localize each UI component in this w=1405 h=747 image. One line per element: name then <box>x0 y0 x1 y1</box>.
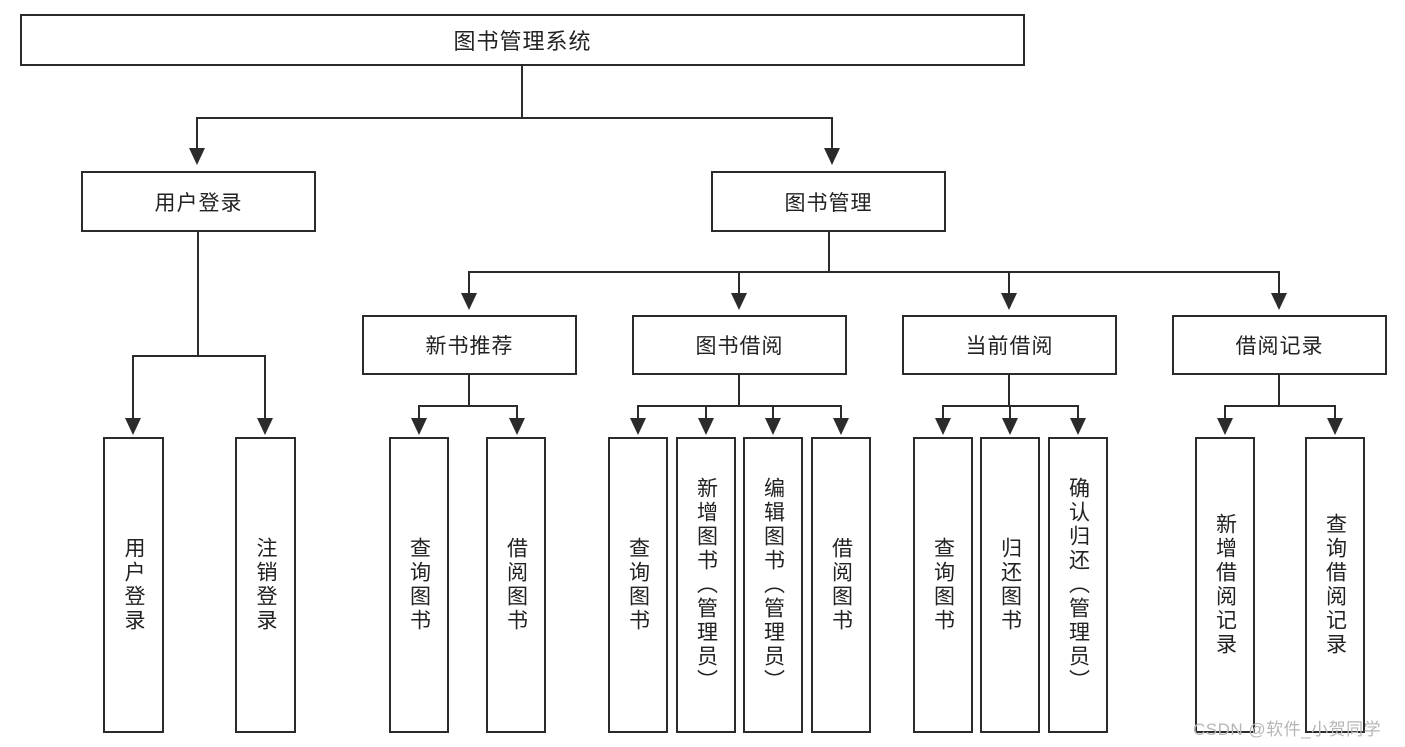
edge-root-bus <box>196 117 833 119</box>
node-label: 借阅图书 <box>829 537 853 633</box>
leaf-current-borrow-0[interactable]: 查询图书 <box>913 437 973 733</box>
edge-new-book-to-leaf-0 <box>418 405 420 421</box>
edge-current-borrow-to-leaf-1 <box>1009 405 1011 421</box>
arrowhead-new-book-leaf-0 <box>411 418 427 435</box>
arrowhead-book-borrow-leaf-2 <box>765 418 781 435</box>
edge-current-borrow-to-leaf-2 <box>1077 405 1079 421</box>
edge-borrow-record-to-leaf-0 <box>1224 405 1226 421</box>
node-label: 用户登录 <box>122 537 145 633</box>
leaf-current-borrow-1[interactable]: 归还图书 <box>980 437 1040 733</box>
edge-user-login-to-leaf-1 <box>264 355 266 421</box>
node-label: 新书推荐 <box>425 335 514 358</box>
node-label: 归还图书 <box>998 537 1022 633</box>
arrowhead-new-book-leaf-1 <box>509 418 525 435</box>
edge-bm-to-borrow-record <box>1278 271 1280 295</box>
node-label: 图书管理 <box>784 191 873 215</box>
node-label: 查询图书 <box>931 537 955 633</box>
edge-book-borrow-to-leaf-2 <box>772 405 774 421</box>
node-label: 查询借阅记录 <box>1323 513 1347 657</box>
arrowhead-current-borrow <box>1001 293 1017 310</box>
node-label: 图书借阅 <box>695 335 784 358</box>
edge-book-borrow-stem <box>738 375 740 406</box>
edge-borrow-record-stem <box>1278 375 1280 406</box>
node-book-borrow[interactable]: 图书借阅 <box>632 315 847 375</box>
node-label: 图书管理系统 <box>453 29 592 54</box>
leaf-new-book-1[interactable]: 借阅图书 <box>486 437 546 733</box>
edge-root-to-book-management <box>831 117 833 151</box>
edge-bm-to-current-borrow <box>1008 271 1010 295</box>
leaf-current-borrow-2[interactable]: 确认归还（管理员） <box>1048 437 1108 733</box>
arrowhead-current-borrow-leaf-1 <box>1002 418 1018 435</box>
arrowhead-user-login <box>189 148 205 165</box>
arrowhead-book-management <box>824 148 840 165</box>
node-current-borrow[interactable]: 当前借阅 <box>902 315 1117 375</box>
node-label: 新增借阅记录 <box>1213 513 1237 657</box>
edge-book-borrow-to-leaf-3 <box>840 405 842 421</box>
edge-user-login-bus <box>132 355 266 357</box>
node-label: 当前借阅 <box>965 335 1054 358</box>
edge-book-borrow-bus <box>637 405 840 407</box>
edge-current-borrow-stem <box>1008 375 1010 406</box>
node-book-management[interactable]: 图书管理 <box>711 171 946 232</box>
watermark-text: CSDN @软件_小贺同学 <box>1193 720 1382 739</box>
arrowhead-new-book-recommend <box>461 293 477 310</box>
node-label: 用户登录 <box>154 191 243 215</box>
edge-new-book-to-leaf-1 <box>516 405 518 421</box>
node-label: 注销登录 <box>254 537 277 633</box>
arrowhead-book-borrow-leaf-1 <box>698 418 714 435</box>
arrowhead-current-borrow-leaf-2 <box>1070 418 1086 435</box>
csdn-watermark: CSDN @软件_小贺同学 <box>1193 715 1381 740</box>
leaf-book-borrow-0[interactable]: 查询图书 <box>608 437 668 733</box>
leaf-book-borrow-1[interactable]: 新增图书（管理员） <box>676 437 736 733</box>
edge-book-management-stem <box>828 232 830 272</box>
leaf-new-book-0[interactable]: 查询图书 <box>389 437 449 733</box>
arrowhead-borrow-record <box>1271 293 1287 310</box>
edge-new-book-stem <box>468 375 470 406</box>
node-label: 借阅图书 <box>504 537 528 633</box>
arrowhead-borrow-record-leaf-1 <box>1327 418 1343 435</box>
leaf-borrow-record-1[interactable]: 查询借阅记录 <box>1305 437 1365 733</box>
arrowhead-current-borrow-leaf-0 <box>935 418 951 435</box>
node-label: 编辑图书（管理员） <box>761 477 785 693</box>
node-root-book-management-system[interactable]: 图书管理系统 <box>20 14 1025 66</box>
node-label: 借阅记录 <box>1235 335 1324 358</box>
edge-book-management-bus <box>468 271 1280 273</box>
edge-book-borrow-to-leaf-0 <box>637 405 639 421</box>
leaf-book-borrow-3[interactable]: 借阅图书 <box>811 437 871 733</box>
node-label: 查询图书 <box>626 537 650 633</box>
node-user-login[interactable]: 用户登录 <box>81 171 316 232</box>
node-new-book-recommend[interactable]: 新书推荐 <box>362 315 577 375</box>
edge-current-borrow-to-leaf-0 <box>942 405 944 421</box>
edge-user-login-to-leaf-0 <box>132 355 134 421</box>
edge-root-stem <box>521 66 523 118</box>
edge-bm-to-new-book <box>468 271 470 295</box>
arrowhead-book-borrow-leaf-3 <box>833 418 849 435</box>
edge-new-book-bus <box>418 405 518 407</box>
node-label: 确认归还（管理员） <box>1066 477 1090 693</box>
edge-book-borrow-to-leaf-1 <box>705 405 707 421</box>
arrowhead-book-borrow <box>731 293 747 310</box>
leaf-book-borrow-2[interactable]: 编辑图书（管理员） <box>743 437 803 733</box>
arrowhead-book-borrow-leaf-0 <box>630 418 646 435</box>
edge-borrow-record-bus <box>1224 405 1336 407</box>
edge-borrow-record-to-leaf-1 <box>1334 405 1336 421</box>
node-borrow-record[interactable]: 借阅记录 <box>1172 315 1387 375</box>
leaf-user-login-0[interactable]: 用户登录 <box>103 437 164 733</box>
edge-bm-to-book-borrow <box>738 271 740 295</box>
node-label: 查询图书 <box>407 537 431 633</box>
edge-root-to-user-login <box>196 117 198 151</box>
leaf-borrow-record-0[interactable]: 新增借阅记录 <box>1195 437 1255 733</box>
leaf-user-login-1[interactable]: 注销登录 <box>235 437 296 733</box>
arrowhead-user-login-leaf-1 <box>257 418 273 435</box>
node-label: 新增图书（管理员） <box>694 477 718 693</box>
arrowhead-borrow-record-leaf-0 <box>1217 418 1233 435</box>
edge-user-login-stem <box>197 232 199 356</box>
arrowhead-user-login-leaf-0 <box>125 418 141 435</box>
